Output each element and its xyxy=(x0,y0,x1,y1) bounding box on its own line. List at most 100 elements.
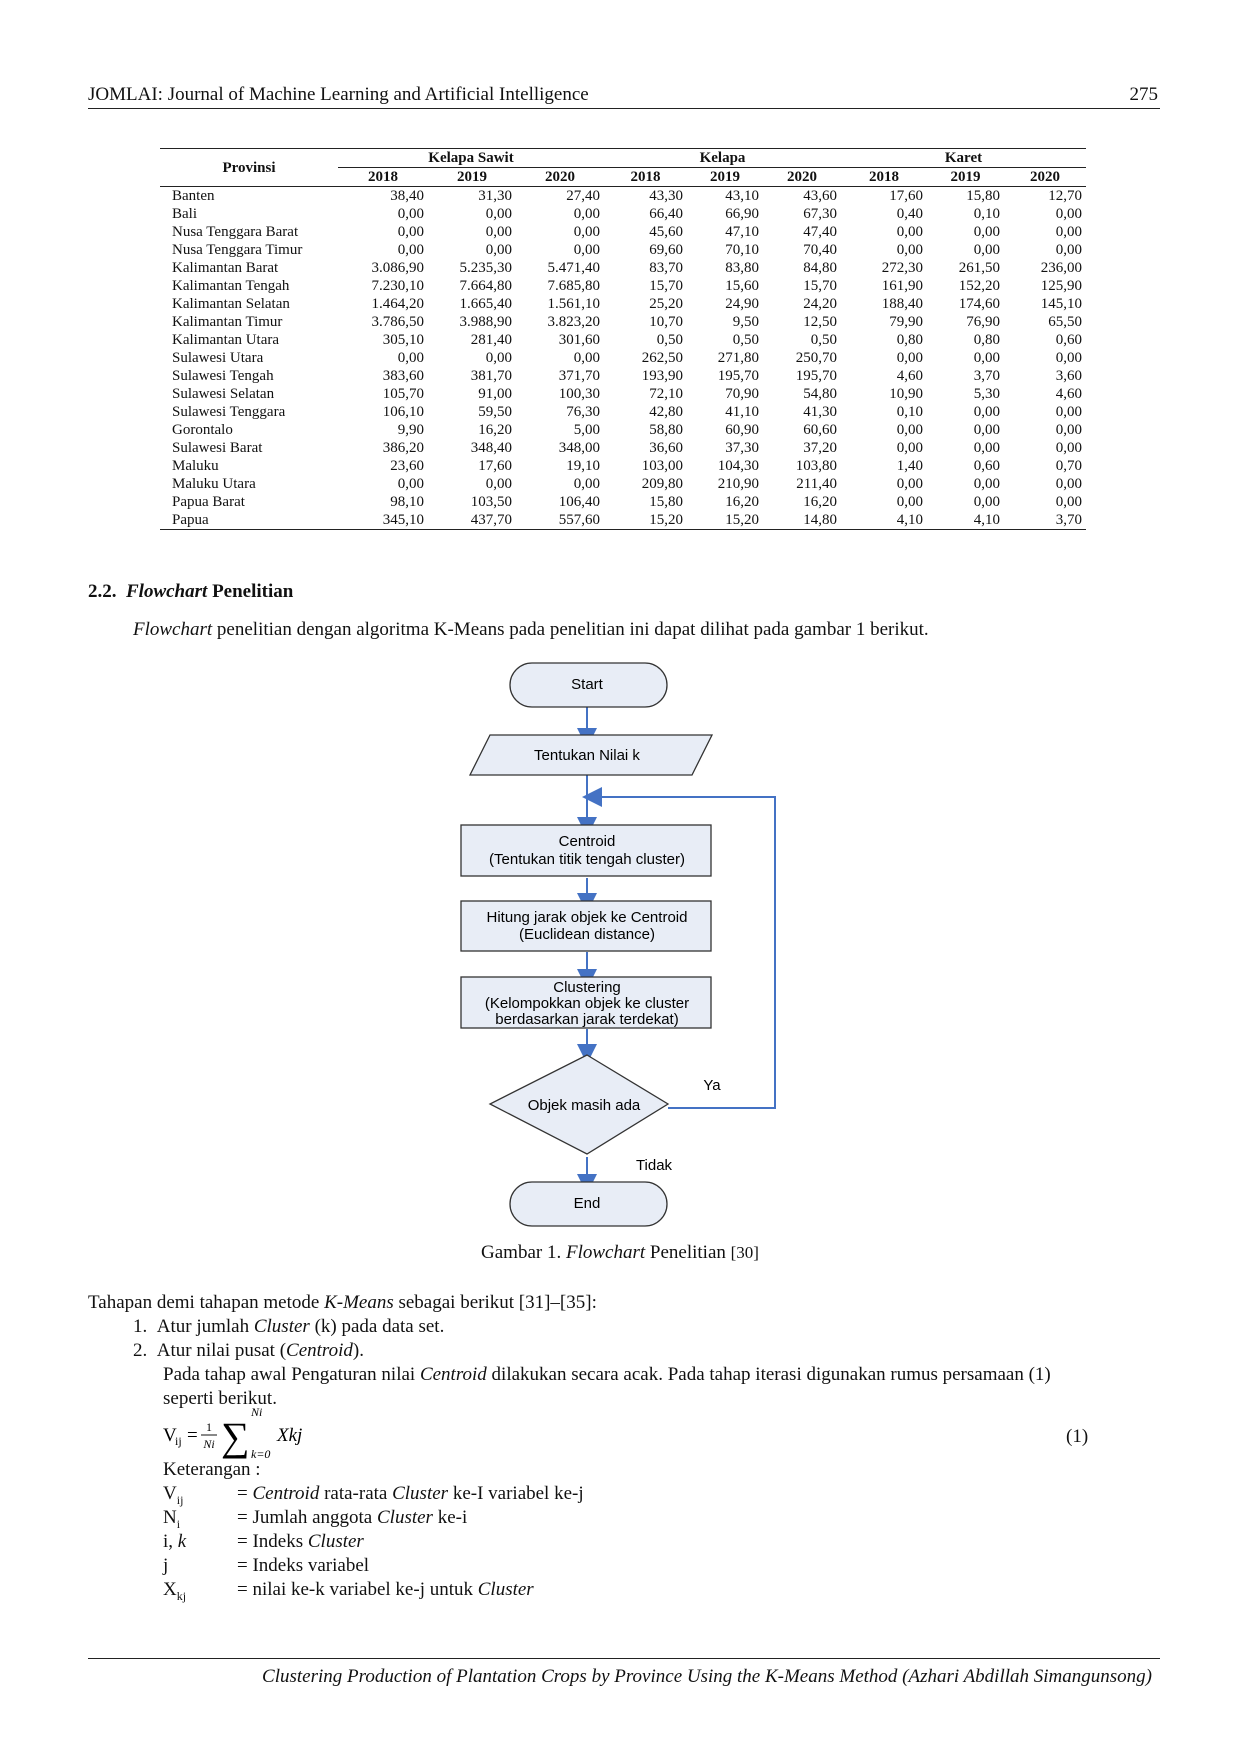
value-cell: 0,00 xyxy=(1055,494,1082,510)
value-cell: 70,40 xyxy=(803,242,837,258)
value-cell: 0,00 xyxy=(397,224,424,240)
value-cell: 262,50 xyxy=(641,350,683,366)
value-cell: 195,70 xyxy=(717,368,759,384)
value-cell: 4,60 xyxy=(1055,386,1082,402)
value-cell: 45,60 xyxy=(649,224,683,240)
value-cell: 10,70 xyxy=(649,314,683,330)
province-cell: Sulawesi Barat xyxy=(172,440,263,456)
clustering-process xyxy=(460,976,712,1029)
value-cell: 7.230,10 xyxy=(371,278,425,294)
value-cell: 383,60 xyxy=(382,368,424,384)
value-cell: 236,00 xyxy=(1040,260,1082,276)
value-cell: 83,70 xyxy=(649,260,683,276)
value-cell: 36,60 xyxy=(649,440,683,456)
value-cell: 4,60 xyxy=(896,368,923,384)
value-cell: 0,00 xyxy=(896,224,923,240)
loop-arrow xyxy=(582,787,776,1109)
value-cell: 15,20 xyxy=(604,511,687,530)
year-header: 2018 xyxy=(338,167,428,187)
definition-item: Vij= Centroid rata-rata Cluster ke-I var… xyxy=(163,1483,584,1507)
value-cell: 0,00 xyxy=(397,206,424,222)
value-cell: 1.561,10 xyxy=(547,296,601,312)
distance-label: (Euclidean distance) xyxy=(519,926,655,943)
value-cell: 5,00 xyxy=(573,422,600,438)
value-cell: 5.471,40 xyxy=(547,260,601,276)
value-cell: 0,80 xyxy=(973,332,1000,348)
value-cell: 41,30 xyxy=(803,404,837,420)
value-cell: 16,20 xyxy=(478,422,512,438)
year-header: 2018 xyxy=(604,167,687,187)
province-header: Provinsi xyxy=(160,148,338,187)
value-cell: 0,00 xyxy=(573,206,600,222)
value-cell: 15,60 xyxy=(725,278,759,294)
value-cell: 0,00 xyxy=(973,422,1000,438)
value-cell: 59,50 xyxy=(478,404,512,420)
centroid-label: Centroid xyxy=(559,833,616,850)
value-cell: 0,00 xyxy=(397,350,424,366)
svg-text:ij: ij xyxy=(175,1434,182,1448)
value-cell: 65,50 xyxy=(1048,314,1082,330)
value-cell: 0,40 xyxy=(896,206,923,222)
value-cell: 0,00 xyxy=(896,476,923,492)
year-header: 2019 xyxy=(687,167,763,187)
value-cell: 125,90 xyxy=(1040,278,1082,294)
value-cell: 193,90 xyxy=(641,368,683,384)
svg-text:Xkj: Xkj xyxy=(276,1425,302,1446)
value-cell: 386,20 xyxy=(382,440,424,456)
value-cell: 0,80 xyxy=(896,332,923,348)
svg-text:V: V xyxy=(163,1425,177,1446)
value-cell: 54,80 xyxy=(803,386,837,402)
province-cell: Kalimantan Utara xyxy=(172,332,280,348)
value-cell: 161,90 xyxy=(881,278,923,294)
value-cell: 0,00 xyxy=(1055,404,1082,420)
value-cell: 0,00 xyxy=(485,350,512,366)
value-cell: 60,90 xyxy=(725,422,759,438)
value-cell: 3,70 xyxy=(973,368,1000,384)
value-cell: 23,60 xyxy=(390,458,424,474)
province-cell: Bali xyxy=(172,206,197,222)
province-cell: Nusa Tenggara Timur xyxy=(172,242,303,258)
yes-label: Ya xyxy=(703,1077,721,1094)
value-cell: 66,90 xyxy=(725,206,759,222)
figure-caption: Gambar 1. Flowchart Penelitian [30] xyxy=(481,1242,759,1263)
running-footer: Clustering Production of Plantation Crop… xyxy=(262,1666,1152,1687)
year-header: 2019 xyxy=(927,167,1004,187)
year-header: 2019 xyxy=(428,167,516,187)
value-cell: 47,10 xyxy=(725,224,759,240)
value-cell: 0,10 xyxy=(973,206,1000,222)
value-cell: 103,00 xyxy=(641,458,683,474)
value-cell: 348,00 xyxy=(558,440,600,456)
input-label: Tentukan Nilai k xyxy=(534,747,640,764)
province-cell: Sulawesi Selatan xyxy=(172,386,275,402)
value-cell: 84,80 xyxy=(803,260,837,276)
value-cell: 5.235,30 xyxy=(459,260,513,276)
value-cell: 0,00 xyxy=(485,242,512,258)
value-cell: 4,10 xyxy=(841,511,927,530)
value-cell: 47,40 xyxy=(803,224,837,240)
value-cell: 7.685,80 xyxy=(547,278,601,294)
value-cell: 103,80 xyxy=(795,458,837,474)
definition-item: Xkj= nilai ke-k variabel ke-j untuk Clus… xyxy=(163,1579,534,1603)
value-cell: 345,10 xyxy=(338,511,428,530)
value-cell: 9,90 xyxy=(397,422,424,438)
year-header: 2020 xyxy=(516,167,604,187)
equation-number: (1) xyxy=(1066,1426,1089,1447)
value-cell: 0,60 xyxy=(973,458,1000,474)
distance-process xyxy=(460,900,712,952)
value-cell: 0,00 xyxy=(1055,440,1082,456)
value-cell: 100,30 xyxy=(558,386,600,402)
distance-label: Hitung jarak objek ke Centroid xyxy=(487,909,688,926)
province-cell: Kalimantan Selatan xyxy=(172,296,290,312)
definition-item: j= Indeks variabel xyxy=(163,1555,370,1576)
value-cell: 106,10 xyxy=(382,404,424,420)
year-header: 2018 xyxy=(841,167,927,187)
svg-text:Ni: Ni xyxy=(250,1405,262,1419)
